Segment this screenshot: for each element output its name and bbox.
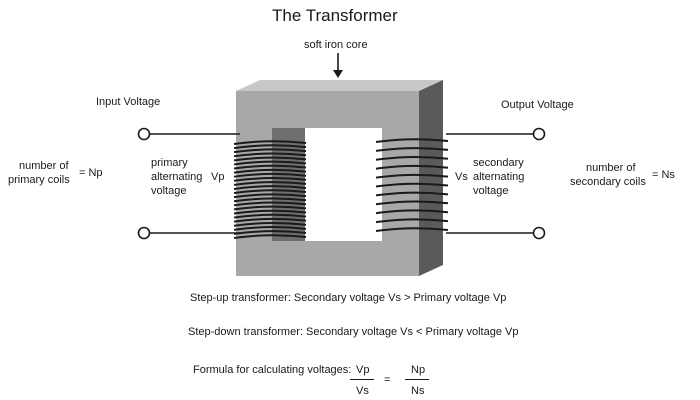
- secondary-coil-turn: [375, 209, 449, 215]
- formula-equals: =: [384, 374, 391, 386]
- primary-coil-turn: [233, 201, 307, 207]
- primary-voltage-line2: alternating: [151, 171, 203, 183]
- core-window-shadow: [272, 128, 305, 241]
- secondary-coil-turn: [375, 147, 449, 152]
- secondary-coil-turn: [375, 218, 449, 224]
- formula-vp: Vp: [356, 364, 370, 376]
- primary-coil-turn: [233, 148, 307, 154]
- primary-coil-turn: [233, 217, 307, 223]
- primary-coil-turn: [233, 156, 307, 162]
- primary-voltage-line3: voltage: [151, 185, 187, 197]
- secondary-coil: [375, 138, 449, 232]
- secondary-voltage-line3: voltage: [473, 185, 509, 197]
- primary-terminal-top: [137, 127, 151, 141]
- secondary-coils-label-line2: secondary coils: [570, 176, 646, 188]
- primary-coils-label-line1: number of: [19, 160, 69, 172]
- secondary-coil-turn: [375, 182, 449, 188]
- primary-coil-turn: [233, 181, 307, 186]
- primary-coil-turn: [233, 140, 307, 145]
- primary-wires: [150, 133, 240, 234]
- core-top-face: [236, 80, 443, 91]
- input-voltage-label: Input Voltage: [96, 96, 161, 108]
- output-voltage-label: Output Voltage: [501, 99, 574, 111]
- primary-terminal-bottom: [137, 226, 151, 240]
- primary-coil-turn: [233, 226, 307, 231]
- primary-coil-turn: [233, 213, 307, 219]
- primary-coil-turn: [233, 205, 307, 211]
- primary-coil-turn: [233, 160, 307, 166]
- vs-label: Vs: [455, 171, 468, 183]
- primary-coils-label-line2: primary coils: [8, 174, 70, 186]
- primary-coil-turn: [233, 221, 307, 227]
- terminals: [137, 127, 546, 240]
- formula-right-fraction-bar: [405, 379, 429, 380]
- primary-coil-turn: [233, 209, 307, 215]
- primary-coil-turn: [233, 189, 307, 195]
- formula-label: Formula for calculating voltages:: [193, 364, 352, 376]
- primary-coil-turn: [233, 152, 307, 158]
- secondary-coil-turn: [375, 156, 449, 161]
- primary-coil-turn: [233, 193, 307, 199]
- soft-iron-core: [236, 80, 443, 276]
- secondary-voltage-line1: secondary: [473, 157, 524, 169]
- secondary-coil-turn: [375, 138, 449, 143]
- ns-label: = Ns: [652, 169, 675, 181]
- core-window: [305, 128, 382, 241]
- core-label: soft iron core: [304, 39, 368, 51]
- primary-coil-turn: [233, 172, 307, 178]
- secondary-coils-label-line1: number of: [586, 162, 636, 174]
- secondary-coil-turn: [375, 191, 449, 197]
- primary-coil-turn: [233, 164, 307, 170]
- core-arrow: [333, 53, 343, 78]
- primary-coil-turn: [233, 144, 307, 150]
- primary-coil-turn: [233, 185, 307, 190]
- step-up-statement: Step-up transformer: Secondary voltage V…: [190, 292, 507, 304]
- formula-vs: Vs: [356, 385, 369, 397]
- secondary-coil-turn: [375, 227, 449, 232]
- primary-coil-turn: [233, 234, 307, 239]
- formula-np: Np: [411, 364, 426, 376]
- primary-coil-turn: [233, 197, 307, 203]
- step-down-statement: Step-down transformer: Secondary voltage…: [188, 326, 519, 338]
- primary-voltage-line1: primary: [151, 157, 188, 169]
- secondary-coil-turn: [375, 164, 449, 170]
- secondary-terminal-top: [532, 127, 546, 141]
- secondary-coil-turn: [375, 173, 449, 179]
- core-side-face: [419, 80, 443, 276]
- secondary-voltage-line2: alternating: [473, 171, 525, 183]
- vp-label: Vp: [211, 171, 225, 183]
- np-label: = Np: [79, 167, 103, 179]
- formula-left-fraction-bar: [350, 379, 374, 380]
- secondary-wires: [446, 133, 533, 234]
- diagram-title: The Transformer: [272, 6, 398, 25]
- primary-coil-turn: [233, 168, 307, 174]
- primary-coil-turn: [233, 177, 307, 182]
- secondary-terminal-bottom: [532, 226, 546, 240]
- secondary-coil-turn: [375, 200, 449, 206]
- primary-coil: [233, 140, 307, 239]
- formula-ns: Ns: [411, 385, 425, 397]
- primary-coil-turn: [233, 230, 307, 235]
